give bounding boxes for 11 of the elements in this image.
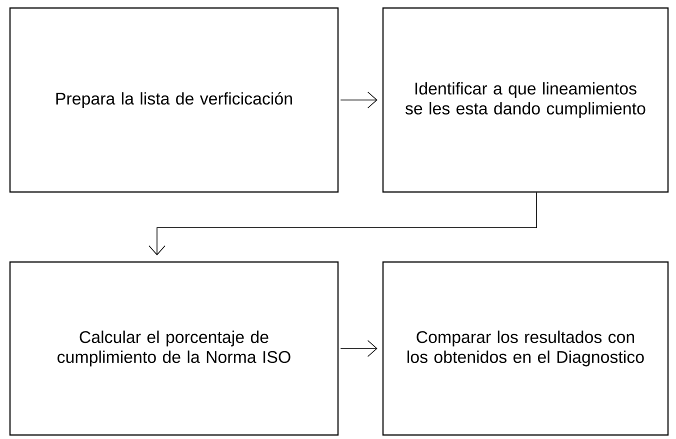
process-box (382, 7, 669, 193)
box-text: Prepara la lista de verficicación (56, 92, 292, 108)
process-box (9, 261, 339, 436)
box-text: Calcular el porcentaje de cumplimiento de la Norma ISO (58, 330, 290, 366)
process-box (382, 261, 669, 436)
box-text: Identificar a que lineamientos se les esta dando cumplimiento (405, 82, 646, 118)
arrow (340, 92, 378, 108)
process-box (9, 7, 339, 193)
arrow (148, 192, 537, 256)
box-text: Comparar los resultados con los obtenidos en el Diagnostico (408, 330, 644, 366)
arrow (340, 340, 378, 357)
